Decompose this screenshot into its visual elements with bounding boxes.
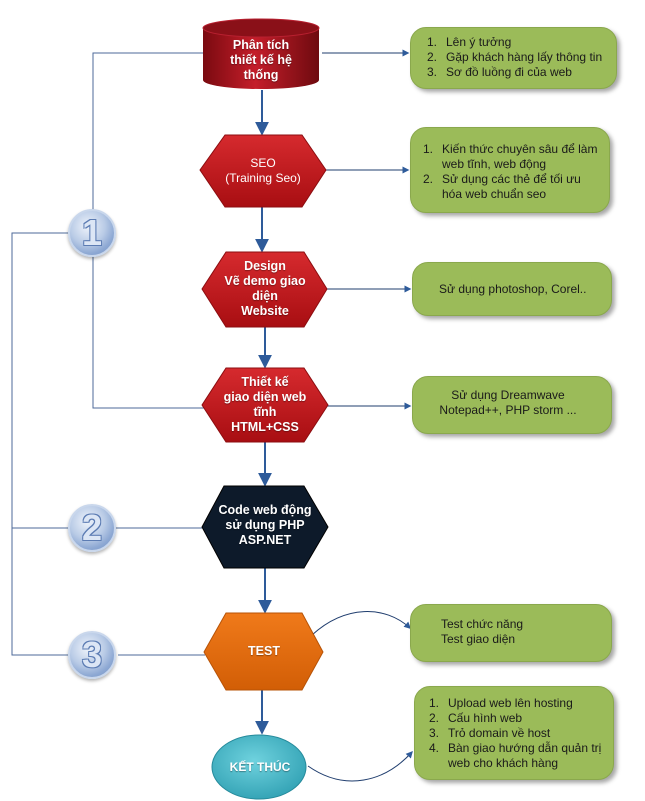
note-seo-list: 1. Kiến thức chuyên sâu để làm web tĩnh, … (423, 142, 601, 202)
note-item: 2. Gặp khách hàng lấy thông tin (427, 50, 616, 65)
note-seo: 1. Kiến thức chuyên sâu để làm web tĩnh, … (410, 127, 610, 213)
flow-arrows (255, 90, 272, 735)
arrow-to-note-test (311, 611, 412, 636)
note-line: Test chức năng (441, 617, 524, 631)
note-line: Notepad++, PHP storm ... (439, 403, 577, 417)
connector-1-bottom (92, 233, 210, 409)
step-analysis-shape (202, 18, 320, 89)
note-item-number: 3. (427, 65, 438, 79)
step-seo-shape (199, 134, 327, 208)
note-item: 1. Kiến thức chuyên sâu để làm web tĩnh, … (423, 142, 601, 172)
note-item-text: Bàn giao hướng dẫn quản trị web cho khác… (448, 741, 602, 770)
connector-group-3 (11, 528, 68, 656)
step-layout-shape (201, 367, 329, 443)
note-item-text: Sử dụng các thẻ để tối ưu hóa web chuẩn … (442, 172, 581, 201)
note-line: Test giao diện (441, 632, 516, 646)
note-item-number: 2. (429, 711, 440, 725)
step-design-shape (201, 251, 328, 328)
note-analysis: 1. Lên ý tưởng 2. Gặp khách hàng lấy thông … (410, 27, 617, 89)
note-line: Sử dụng Dreamwave (451, 388, 565, 402)
note-item: 3. Sơ đồ luồng đi của web (427, 65, 616, 80)
connector-1-top (92, 52, 205, 233)
note-item: 1. Upload web lên hosting (429, 696, 607, 711)
note-item: 4. Bàn giao hướng dẫn quản trị web cho k… (429, 741, 607, 771)
step-end-shape (211, 734, 307, 800)
note-item-text: Kiến thức chuyên sâu để làm web tĩnh, we… (442, 142, 598, 171)
note-item-number: 1. (427, 35, 438, 49)
note-item-number: 1. (423, 142, 434, 156)
note-item-text: Trỏ domain về host (448, 726, 551, 740)
note-item-number: 2. (427, 50, 438, 64)
phase-badge-3: 3 (68, 631, 116, 679)
note-item-text: Cấu hình web (448, 711, 523, 725)
note-item-number: 3. (429, 726, 440, 740)
note-item-text: Gặp khách hàng lấy thông tin (446, 50, 603, 64)
note-item: 1. Lên ý tưởng (427, 35, 616, 50)
note-line: Sử dụng photoshop, Corel.. (439, 282, 587, 296)
note-item-text: Sơ đồ luồng đi của web (446, 65, 572, 79)
connector-group-2 (11, 232, 208, 529)
note-item-number: 4. (429, 741, 440, 755)
step-test-shape (203, 612, 324, 691)
note-item-text: Lên ý tưởng (446, 35, 512, 49)
note-analysis-list: 1. Lên ý tưởng 2. Gặp khách hàng lấy thông … (427, 35, 616, 80)
note-item-number: 2. (423, 172, 434, 186)
left-connectors (11, 52, 210, 656)
phase-badge-2: 2 (68, 504, 116, 552)
note-item-number: 1. (429, 696, 440, 710)
arrow-to-note-end (307, 750, 413, 782)
note-item-text: Upload web lên hosting (448, 696, 573, 710)
note-arrows (307, 49, 413, 782)
note-item: 2. Cấu hình web (429, 711, 607, 726)
note-item: 2. Sử dụng các thẻ để tối ưu hóa web chuẩ… (423, 172, 601, 202)
note-design: Sử dụng photoshop, Corel.. (412, 262, 612, 316)
note-design-list: Sử dụng photoshop, Corel.. (439, 282, 603, 297)
note-item: 3. Trỏ domain về host (429, 726, 607, 741)
phase-badge-1: 1 (68, 209, 116, 257)
step-code-shape (201, 485, 329, 569)
